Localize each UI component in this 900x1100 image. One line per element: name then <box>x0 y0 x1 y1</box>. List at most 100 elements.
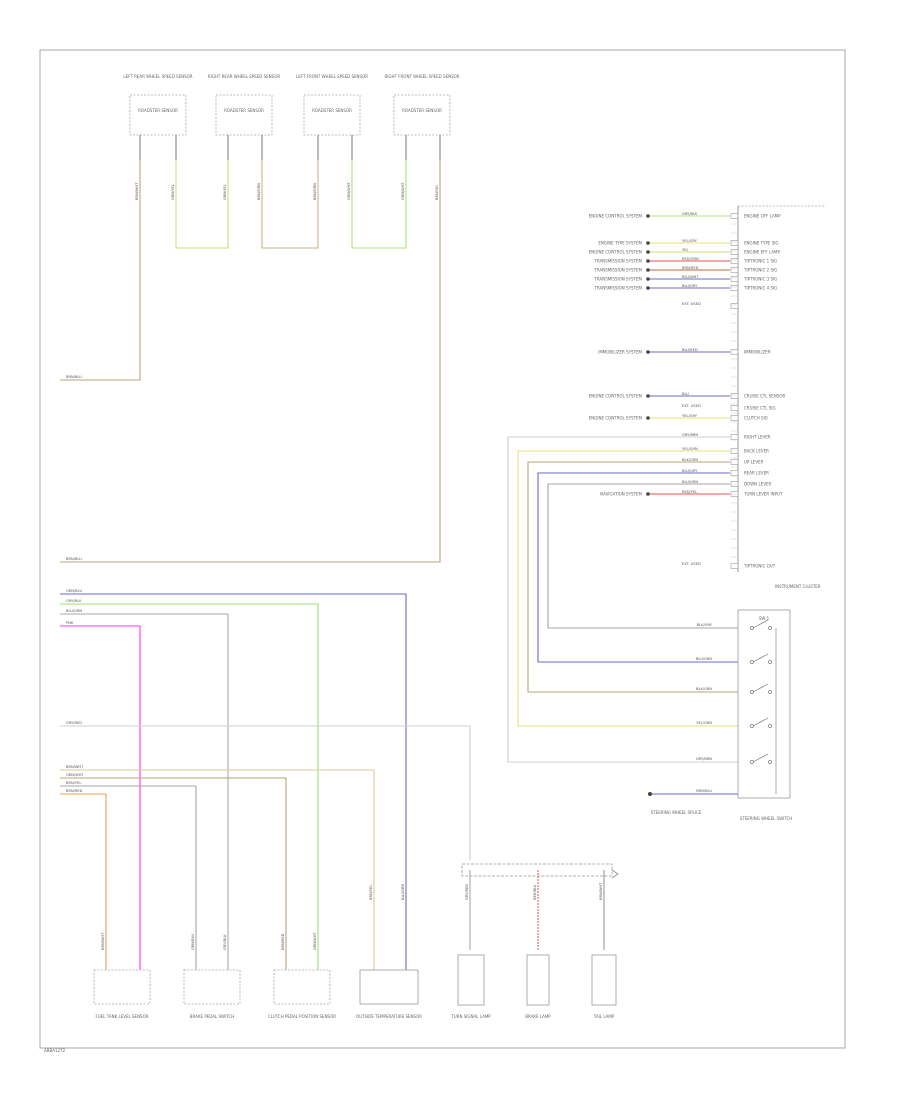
cluster-wire-label: RED/GRN <box>682 257 699 261</box>
wire-label: BLU/GRN <box>696 657 712 661</box>
cluster-wire-label: YEL/GRY <box>682 414 698 418</box>
sensor-box <box>393 94 451 136</box>
cluster-pin-function: TIPTRONIC 2 SIG <box>743 267 777 272</box>
cluster-pin <box>730 349 739 355</box>
cluster-pin <box>730 240 739 246</box>
cluster-source: TRANSMISSION SYSTEM <box>593 267 642 272</box>
sensor-pins <box>139 135 441 160</box>
wire-label: GRN/WHT <box>347 182 351 200</box>
cluster-pin <box>730 276 739 282</box>
cluster-pin-function: DOWN LEVER <box>744 481 771 486</box>
wire-label: GRY/BLU <box>223 934 227 950</box>
turn-signal-lamp: TURN SIGNAL LAMP <box>450 954 491 1019</box>
cluster-pin-function: TIPTRONIC 4 SIG <box>743 285 777 290</box>
cluster-pin-function: IMMOBILIZER <box>744 349 771 354</box>
connector-dot <box>646 350 650 354</box>
footer-code: ABBA1272 <box>44 1048 66 1053</box>
cluster-wire-label: GRY/BRN <box>682 433 698 437</box>
switch-lever <box>752 753 769 763</box>
clutch-pedal-sensor: CLUTCH PEDAL POSITION SENSOR <box>268 969 336 1019</box>
switch-wire-labels: BLU/GRY BLU/GRN BLK/GRN YEL/GRN GRY/BRN … <box>696 623 713 793</box>
steering-switch: SW 1 STEERING WHEEL SWITCH STEERING WHEE… <box>651 609 793 821</box>
bottom-components: FUEL TANK LEVEL SENSOR BRAKE PEDAL SWITC… <box>93 954 617 1019</box>
wire-label: GRN/YEL <box>171 184 175 200</box>
wire-label: BRN/BLU <box>696 789 712 793</box>
connector-dot <box>646 259 650 263</box>
cluster-pin <box>730 249 739 255</box>
wire-label: BRN/GRN <box>313 183 317 200</box>
cluster-pin-function: TIPTRONIC 1 SIG <box>743 258 777 263</box>
sensor-title: RIGHT FRONT WHEEL SPEED SENSOR <box>384 74 459 79</box>
wire-label: GRN/WHT <box>313 932 317 950</box>
switch-contacts <box>750 619 777 794</box>
svg-text:FUEL TANK LEVEL SENSOR: FUEL TANK LEVEL SENSOR <box>95 1014 148 1019</box>
cluster-pin <box>730 434 739 440</box>
wire-label: PNK <box>66 621 74 625</box>
wire-label: BLU/GRY <box>697 623 713 627</box>
switch-contact <box>768 660 772 664</box>
wire-label: RED/BLK <box>533 884 537 900</box>
wire-label: GRN/BLU <box>191 934 195 950</box>
cluster-pin <box>730 481 739 487</box>
cluster-pin <box>730 415 739 421</box>
wire-label: GRY/RED <box>66 721 82 725</box>
wire-label: BRN/WHT <box>66 765 84 769</box>
sensor-label: ROADSTER SENSOR <box>312 108 352 113</box>
brake-lamp: BRAKE LAMP <box>525 954 551 1019</box>
brake-pedal-switch: BRAKE PEDAL SWITCH <box>183 969 241 1019</box>
wire-label: BRN/GRN <box>257 183 261 200</box>
cluster-source: ENGINE CONTROL SYSTEM <box>589 249 643 254</box>
cluster-source: ENGINE CONTROL SYSTEM <box>589 213 643 218</box>
switch-lever <box>752 683 769 693</box>
sensor-label: ROADSTER SENSOR <box>138 108 178 113</box>
svg-text:BRAKE LAMP: BRAKE LAMP <box>525 1014 551 1019</box>
sensor-wire-labels: BRN/WHT GRN/YEL GRN/YEL BRN/GRN BRN/GRN … <box>135 182 439 200</box>
cluster-pin-function: UP LEVER <box>744 459 764 464</box>
left-wire-labels: GRN/BLU GRY/BLU BLU/GRN PNK GRY/RED BRN/… <box>66 589 84 793</box>
connector-dot <box>646 214 650 218</box>
cluster-wire-label: BLU/RED <box>682 348 698 352</box>
sensor-rr: RIGHT REAR WHEEL SPEED SENSOR ROADSTER S… <box>208 74 280 136</box>
cluster-wire-label: EXT. USED <box>682 404 701 408</box>
cluster-pin-function: CRUISE CTL SENSOR <box>744 393 786 398</box>
cluster-source: ENGINE CONTROL SYSTEM <box>589 415 643 420</box>
cluster-wire-label: BLU <box>682 392 689 396</box>
cluster-wire-label: BLU/GRY <box>682 469 698 473</box>
connector-dot <box>646 241 650 245</box>
cluster-pin <box>730 267 739 273</box>
wire-label: BLU/GRN <box>401 884 405 900</box>
cluster-pin-function: TIPTRONIC 3 SIG <box>743 276 777 281</box>
cluster-pin-function: TIPTRONIC OUT <box>743 563 776 568</box>
svg-text:BRAKE PEDAL SWITCH: BRAKE PEDAL SWITCH <box>190 1014 234 1019</box>
cluster-pin-function: RIGHT LEVER <box>744 434 771 439</box>
sensor-box <box>303 94 361 136</box>
cluster-wire-label: BLU/WHT <box>682 275 699 279</box>
switch-name: STEERING WHEEL SWITCH <box>740 816 793 821</box>
switch-contact <box>768 724 772 728</box>
connector-dot <box>646 286 650 290</box>
cluster-wire-label: BLK/GRN <box>682 458 698 462</box>
cluster-pin-function: TURN LEVER INPUT <box>743 491 783 496</box>
cluster-to-switch-wires <box>507 436 738 763</box>
cluster-source: NAVIGATION SYSTEM <box>600 491 642 496</box>
switch-contact <box>768 626 772 630</box>
cluster-source: TRANSMISSION SYSTEM <box>593 276 642 281</box>
wire-label: BRN/WHT <box>135 182 139 200</box>
switch-contact <box>768 760 772 764</box>
switch-header: SW 1 <box>759 616 770 621</box>
splice-bar <box>461 863 613 877</box>
fuel-tank-sensor: FUEL TANK LEVEL SENSOR <box>93 969 151 1019</box>
sensor-wires <box>60 160 441 563</box>
wire-label: BRN/RED <box>66 789 83 793</box>
cluster-pin-function: REAR LEVER <box>744 470 769 475</box>
svg-text:TAIL LAMP: TAIL LAMP <box>593 1014 615 1019</box>
cluster-pin-function: CLUTCH SIG <box>744 415 768 420</box>
wire-label: GRY/BRN <box>696 757 712 761</box>
cluster-source: ENGINE CONTROL SYSTEM <box>589 393 643 398</box>
cluster-wire-label: BLU/GRN <box>682 480 698 484</box>
wire-label: BLU/GRN <box>66 609 82 613</box>
cluster-wire-label: EXT. USED <box>682 562 701 566</box>
cluster-pin-function: ENGINE EFF LAMP <box>744 249 780 254</box>
cluster-wire-label: EXT. USED <box>682 302 701 306</box>
cluster-source: TRANSMISSION SYSTEM <box>593 285 642 290</box>
